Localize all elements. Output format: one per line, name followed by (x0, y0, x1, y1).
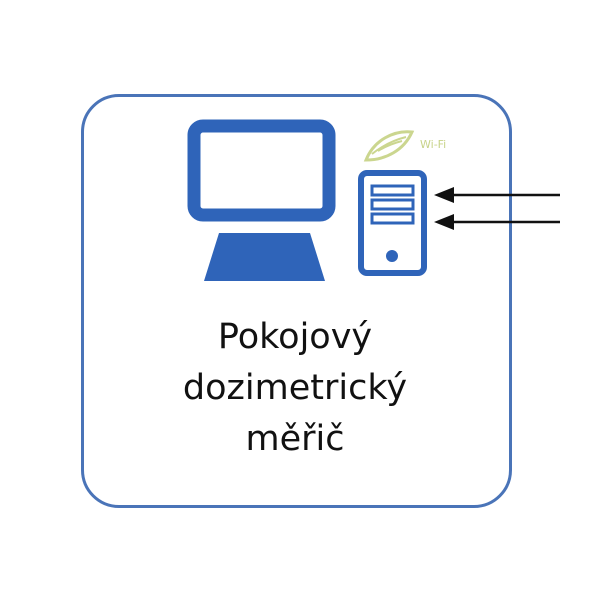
device-label-line-1: Pokojový (217, 317, 373, 357)
computer-tower-icon (358, 170, 427, 276)
device-label: Pokojový dozimetrický měřič (130, 312, 460, 465)
wifi-label: Wi-Fi (420, 138, 446, 151)
monitor-icon (187, 119, 336, 281)
wifi-leaf-icon: Wi-Fi (363, 130, 446, 162)
input-arrow-icon (434, 187, 560, 230)
device-frame (81, 94, 512, 508)
device-label-line-3: měřič (245, 419, 345, 459)
device-label-line-2: dozimetrický (182, 368, 408, 408)
